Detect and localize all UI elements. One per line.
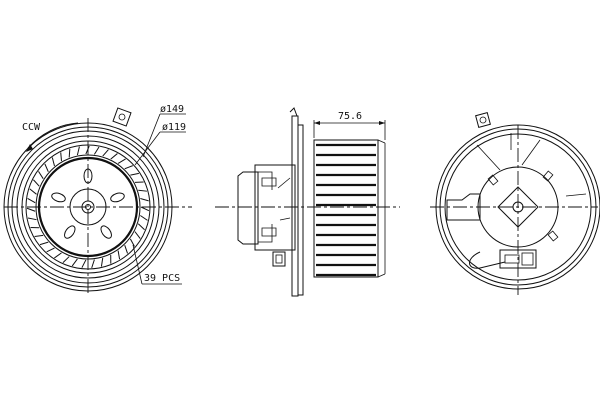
wheel-slats (316, 143, 376, 277)
outer-diameter-label: ø149 (160, 104, 184, 115)
fan-blades (26, 145, 150, 269)
hub-holes (51, 168, 125, 239)
blade-count-label: 39 PCS (144, 273, 180, 284)
front-view: CCW ø149 ø119 39 PCS (3, 104, 192, 295)
inner-diameter-label: ø119 (162, 122, 186, 133)
rotation-label: CCW (22, 122, 41, 133)
rear-view (430, 112, 600, 295)
width-dimension-label: 75.6 (338, 111, 362, 122)
side-view: 75.6 (215, 107, 400, 297)
